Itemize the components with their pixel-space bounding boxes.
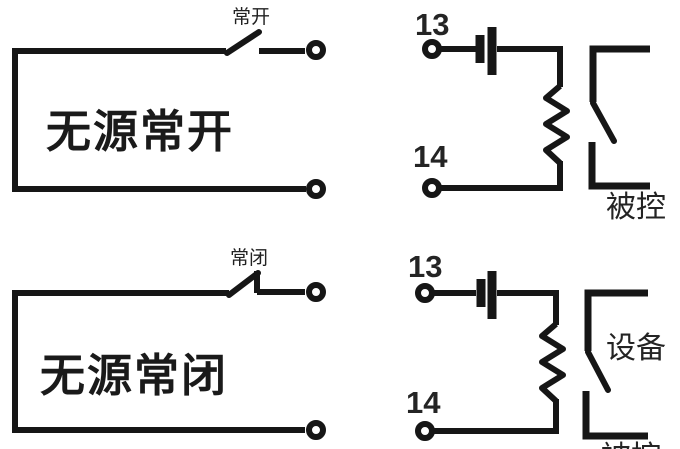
relay-coil-circuit-top: [422, 27, 650, 198]
wire: [441, 161, 563, 191]
wire: [434, 399, 559, 434]
terminal-circle-13: [422, 39, 442, 59]
wire: [497, 46, 563, 87]
device-switch-blade-icon: [585, 349, 611, 393]
nc-contact-loop: [12, 270, 326, 440]
terminal-circle-14: [422, 178, 442, 198]
terminal-circle-13: [415, 283, 435, 303]
wire-loop: [12, 290, 305, 433]
terminal-circle: [306, 282, 326, 302]
relay-coil-circuit-bottom: [415, 271, 648, 441]
terminal-circle: [306, 420, 326, 440]
controlled-device-line1: 被控: [601, 434, 661, 449]
device-bracket-bottom: [582, 391, 648, 440]
device-bracket-bottom: [588, 142, 650, 190]
device-switch-blade-icon: [590, 100, 617, 144]
controlled-device-line1: 被控: [606, 191, 666, 224]
controlled-device-label-top: 被控 设备: [606, 90, 666, 449]
relay-coil-icon: [543, 83, 570, 166]
switch-blade-closed-icon: [226, 270, 261, 298]
wire-loop: [12, 48, 306, 192]
switch-label-normally-closed: 常闭: [230, 248, 269, 269]
wire: [497, 290, 559, 325]
terminal-circle: [306, 179, 326, 199]
terminal-circle: [306, 40, 326, 60]
switch-label-normally-open: 常开: [232, 7, 271, 28]
controlled-device-line2: 设备: [606, 332, 666, 365]
terminal-label-14-top: 14: [413, 139, 448, 174]
switch-blade-open-icon: [224, 29, 262, 56]
circuit-title-normally-closed: 无源常闭: [40, 350, 229, 401]
terminal-label-13-bottom: 13: [408, 249, 443, 284]
terminal-label-14-bottom: 14: [406, 385, 441, 420]
terminal-circle-14: [415, 421, 435, 441]
device-bracket-top: [584, 289, 648, 351]
circuit-title-normally-open: 无源常开: [46, 106, 235, 157]
device-bracket-top: [589, 45, 650, 102]
terminal-label-13-top: 13: [415, 7, 450, 42]
no-contact-loop: [12, 29, 326, 199]
relay-coil-icon: [539, 321, 566, 404]
controlled-device-label-bottom: 被控 设备: [601, 338, 661, 449]
